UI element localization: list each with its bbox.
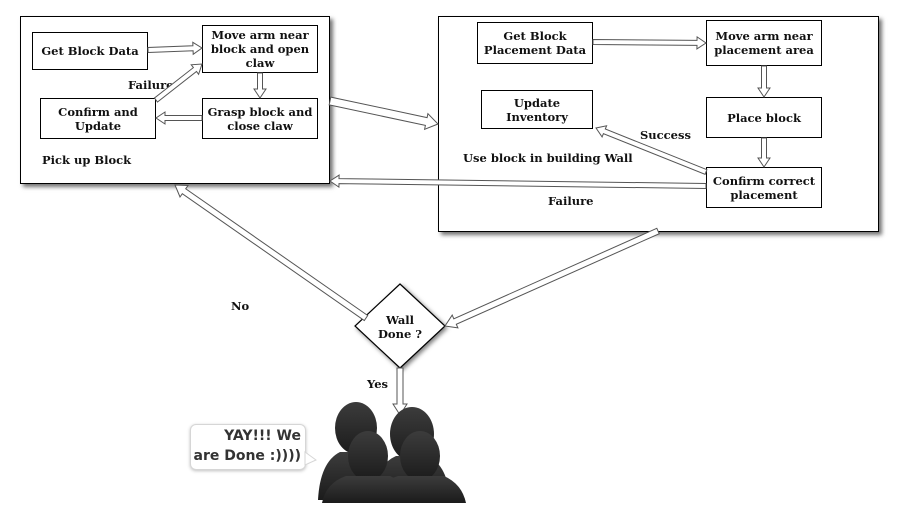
bubble-line-2: are Done :)))) <box>193 448 302 464</box>
placement-panel-title: Use block in building Wall <box>463 151 633 165</box>
success-label: Success <box>640 128 691 142</box>
arrow-decision-to-people <box>392 367 408 416</box>
pickup-panel-title: Pick up Block <box>42 153 132 167</box>
speech-bubble: YAY!!! We are Done :)))) <box>190 424 306 470</box>
people-silhouette <box>318 402 466 503</box>
move-arm-placement-box: Move arm near placement area <box>706 20 822 66</box>
arrow-group <box>147 35 771 416</box>
get-placement-data-box: Get Block Placement Data <box>477 22 593 64</box>
arrow-placement-to-decision <box>444 227 660 329</box>
move-arm-box: Move arm near block and open claw <box>202 25 318 73</box>
decision-label: Wall Done ? <box>360 313 440 341</box>
no-edge-label: No <box>231 299 250 313</box>
arrow-move-to-place <box>757 65 771 98</box>
bubble-line-1: YAY!!! We <box>224 428 301 444</box>
pickup-failure-label: Failure <box>128 78 174 92</box>
arrow-confirm-to-pickup <box>329 174 707 190</box>
update-inventory-box: Update Inventory <box>481 90 593 129</box>
arrow-confirm-to-move <box>153 63 203 103</box>
decision-line-1: Wall <box>385 313 415 327</box>
decision-line-2: Done ? <box>377 327 423 341</box>
arrow-grasp-to-confirm <box>155 111 203 125</box>
failure-edge-label: Failure <box>548 194 594 208</box>
arrow-pickup-to-placement <box>328 96 439 131</box>
arrow-placedata-to-move <box>592 35 707 50</box>
get-block-data-box: Get Block Data <box>32 32 148 70</box>
arrow-getdata-to-move <box>147 41 203 56</box>
arrow-confirm-to-update <box>595 125 708 175</box>
yes-edge-label: Yes <box>367 377 389 391</box>
arrow-move-to-grasp <box>253 72 267 99</box>
confirm-update-box: Confirm and Update <box>40 98 156 139</box>
arrow-decision-to-pickup <box>174 184 369 322</box>
arrow-place-to-confirm <box>757 137 771 168</box>
confirm-placement-box: Confirm correct placement <box>706 167 822 208</box>
